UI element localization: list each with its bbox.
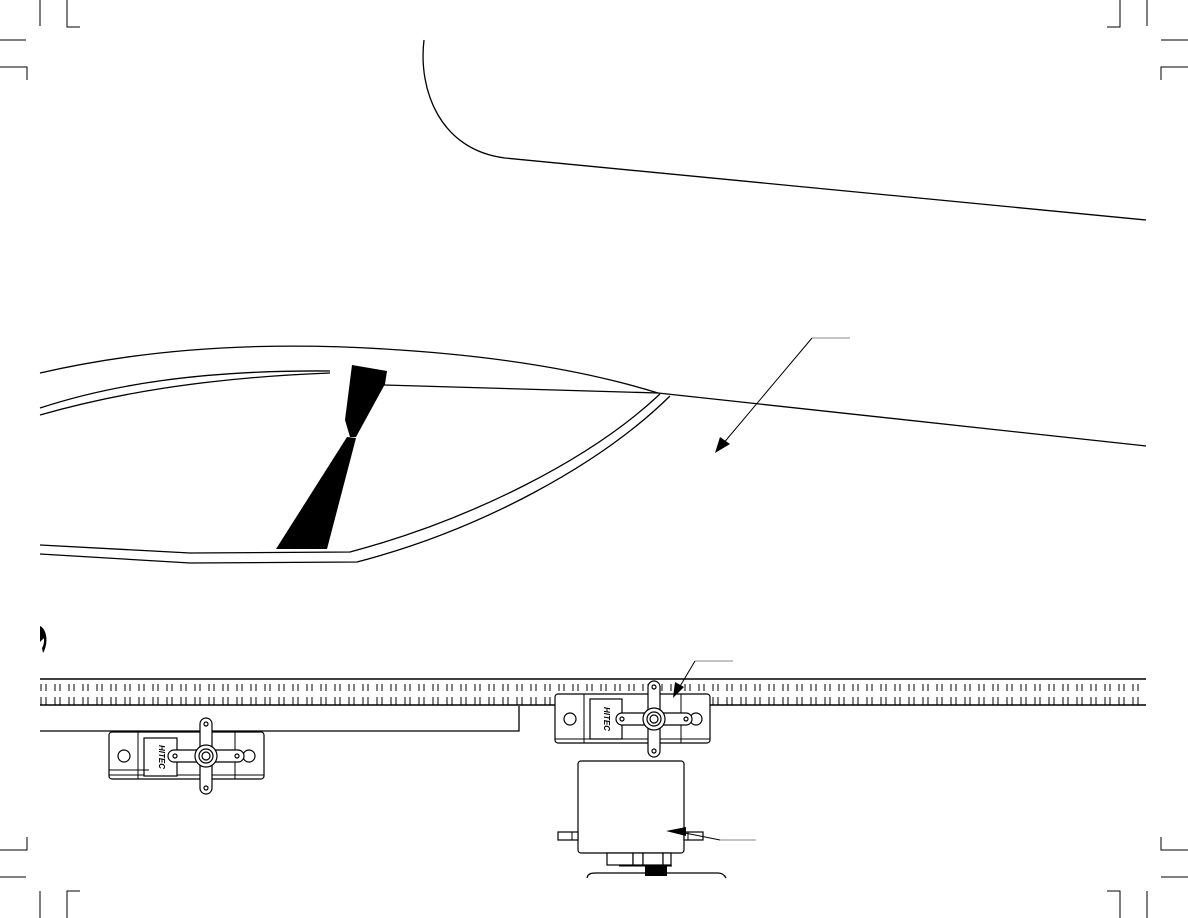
leader-arrow-to-mount-tab [666,827,756,841]
servo-tray-outline [40,706,520,732]
leader-arrow-to-fuselage [715,337,850,453]
servo-right: HITEC [554,680,711,758]
fuselage-section [39,345,1147,564]
wing-tip-outline [422,39,1147,221]
servo-brand-label: HITEC [157,745,166,769]
step-bullet-icon [40,626,47,653]
servo-left: HITEC [108,717,265,795]
leader-arrow-to-horn [673,660,733,698]
measurement-ruler [40,678,1146,706]
servo-brand-label: HITEC [602,707,611,731]
bulkhead-former-lower [276,437,356,549]
bulkhead-former [345,365,387,437]
servo-side [557,760,727,879]
servo-horn-icon [615,680,693,758]
servo-horn-icon [167,717,245,795]
